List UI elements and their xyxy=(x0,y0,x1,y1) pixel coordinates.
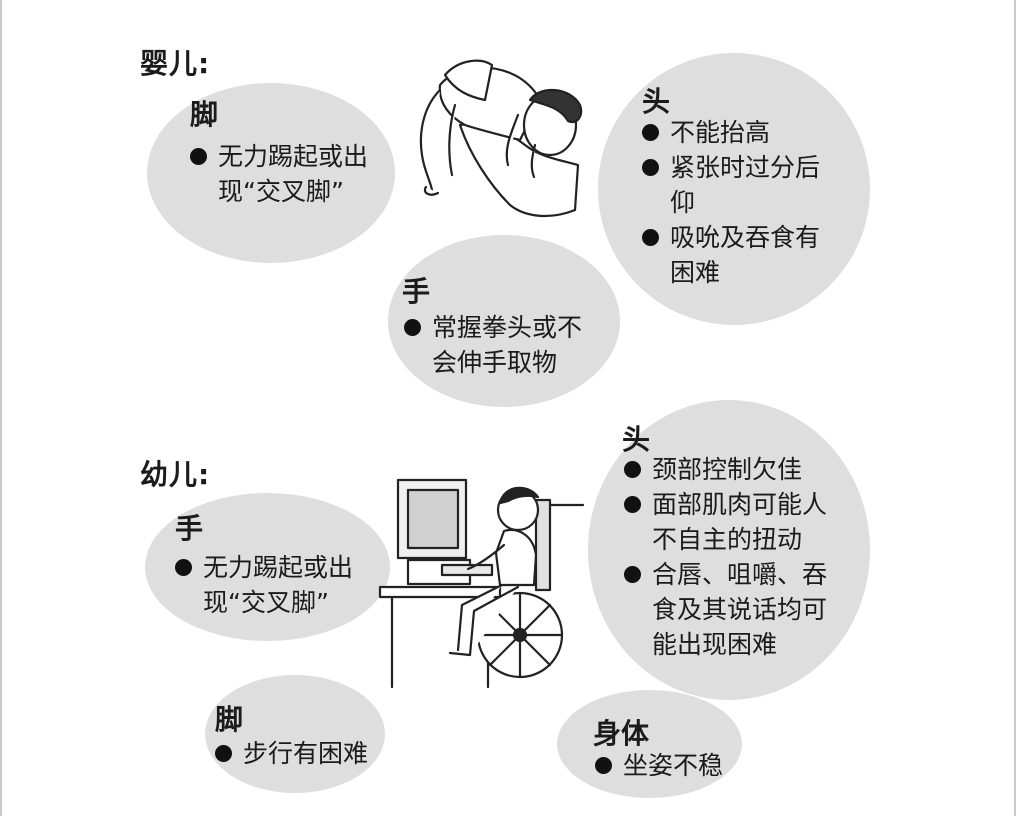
list-item: 无力踢起或出现“交叉脚” xyxy=(188,139,373,209)
right-frame-line xyxy=(1014,0,1016,816)
toddler-hands-list: 无力踢起或出现“交叉脚” xyxy=(173,550,363,620)
toddler-head-list: 颈部控制欠佳 面部肌肉可能人不自主的扭动 合唇、咀嚼、吞食及其说话均可能出现困难 xyxy=(622,452,844,662)
list-item: 紧张时过分后仰 xyxy=(640,150,840,220)
infant-hands-bubble xyxy=(388,235,620,407)
list-item: 常握拳头或不会伸手取物 xyxy=(402,310,597,380)
list-item: 不能抬高 xyxy=(640,115,840,150)
toddler-body-list: 坐姿不稳 xyxy=(593,748,733,783)
infant-head-list: 不能抬高 紧张时过分后仰 吸吮及吞食有困难 xyxy=(640,115,840,290)
left-frame-line xyxy=(0,0,2,816)
infant-head-bubble xyxy=(598,53,870,325)
infant-feet-bubble xyxy=(147,83,395,263)
infant-hands-heading: 手 xyxy=(402,275,431,308)
infant-hands-list: 常握拳头或不会伸手取物 xyxy=(402,310,597,380)
infant-section-title: 婴儿: xyxy=(140,47,211,80)
toddler-feet-heading: 脚 xyxy=(215,703,244,736)
toddler-body-bubble xyxy=(557,690,742,798)
list-item: 颈部控制欠佳 xyxy=(622,452,844,487)
infant-feet-list: 无力踢起或出现“交叉脚” xyxy=(188,139,373,209)
toddler-section-title: 幼儿: xyxy=(140,458,211,491)
list-item: 吸吮及吞食有困难 xyxy=(640,220,840,290)
list-item: 面部肌肉可能人不自主的扭动 xyxy=(622,487,844,557)
infant-held-up-icon xyxy=(419,59,583,218)
infant-head-heading: 头 xyxy=(642,85,671,118)
toddler-feet-bubble xyxy=(205,675,385,793)
list-item: 合唇、咀嚼、吞食及其说话均可能出现困难 xyxy=(622,557,844,662)
infant-feet-heading: 脚 xyxy=(190,98,219,131)
toddler-body-heading: 身体 xyxy=(593,717,650,750)
toddler-head-heading: 头 xyxy=(622,423,651,456)
toddler-hands-heading: 手 xyxy=(175,512,204,545)
toddler-head-bubble xyxy=(588,400,870,700)
list-item: 坐姿不稳 xyxy=(593,748,733,783)
toddler-feet-list: 步行有困难 xyxy=(213,736,373,771)
child-wheelchair-computer-icon xyxy=(378,478,585,689)
list-item: 步行有困难 xyxy=(213,736,373,771)
list-item: 无力踢起或出现“交叉脚” xyxy=(173,550,363,620)
